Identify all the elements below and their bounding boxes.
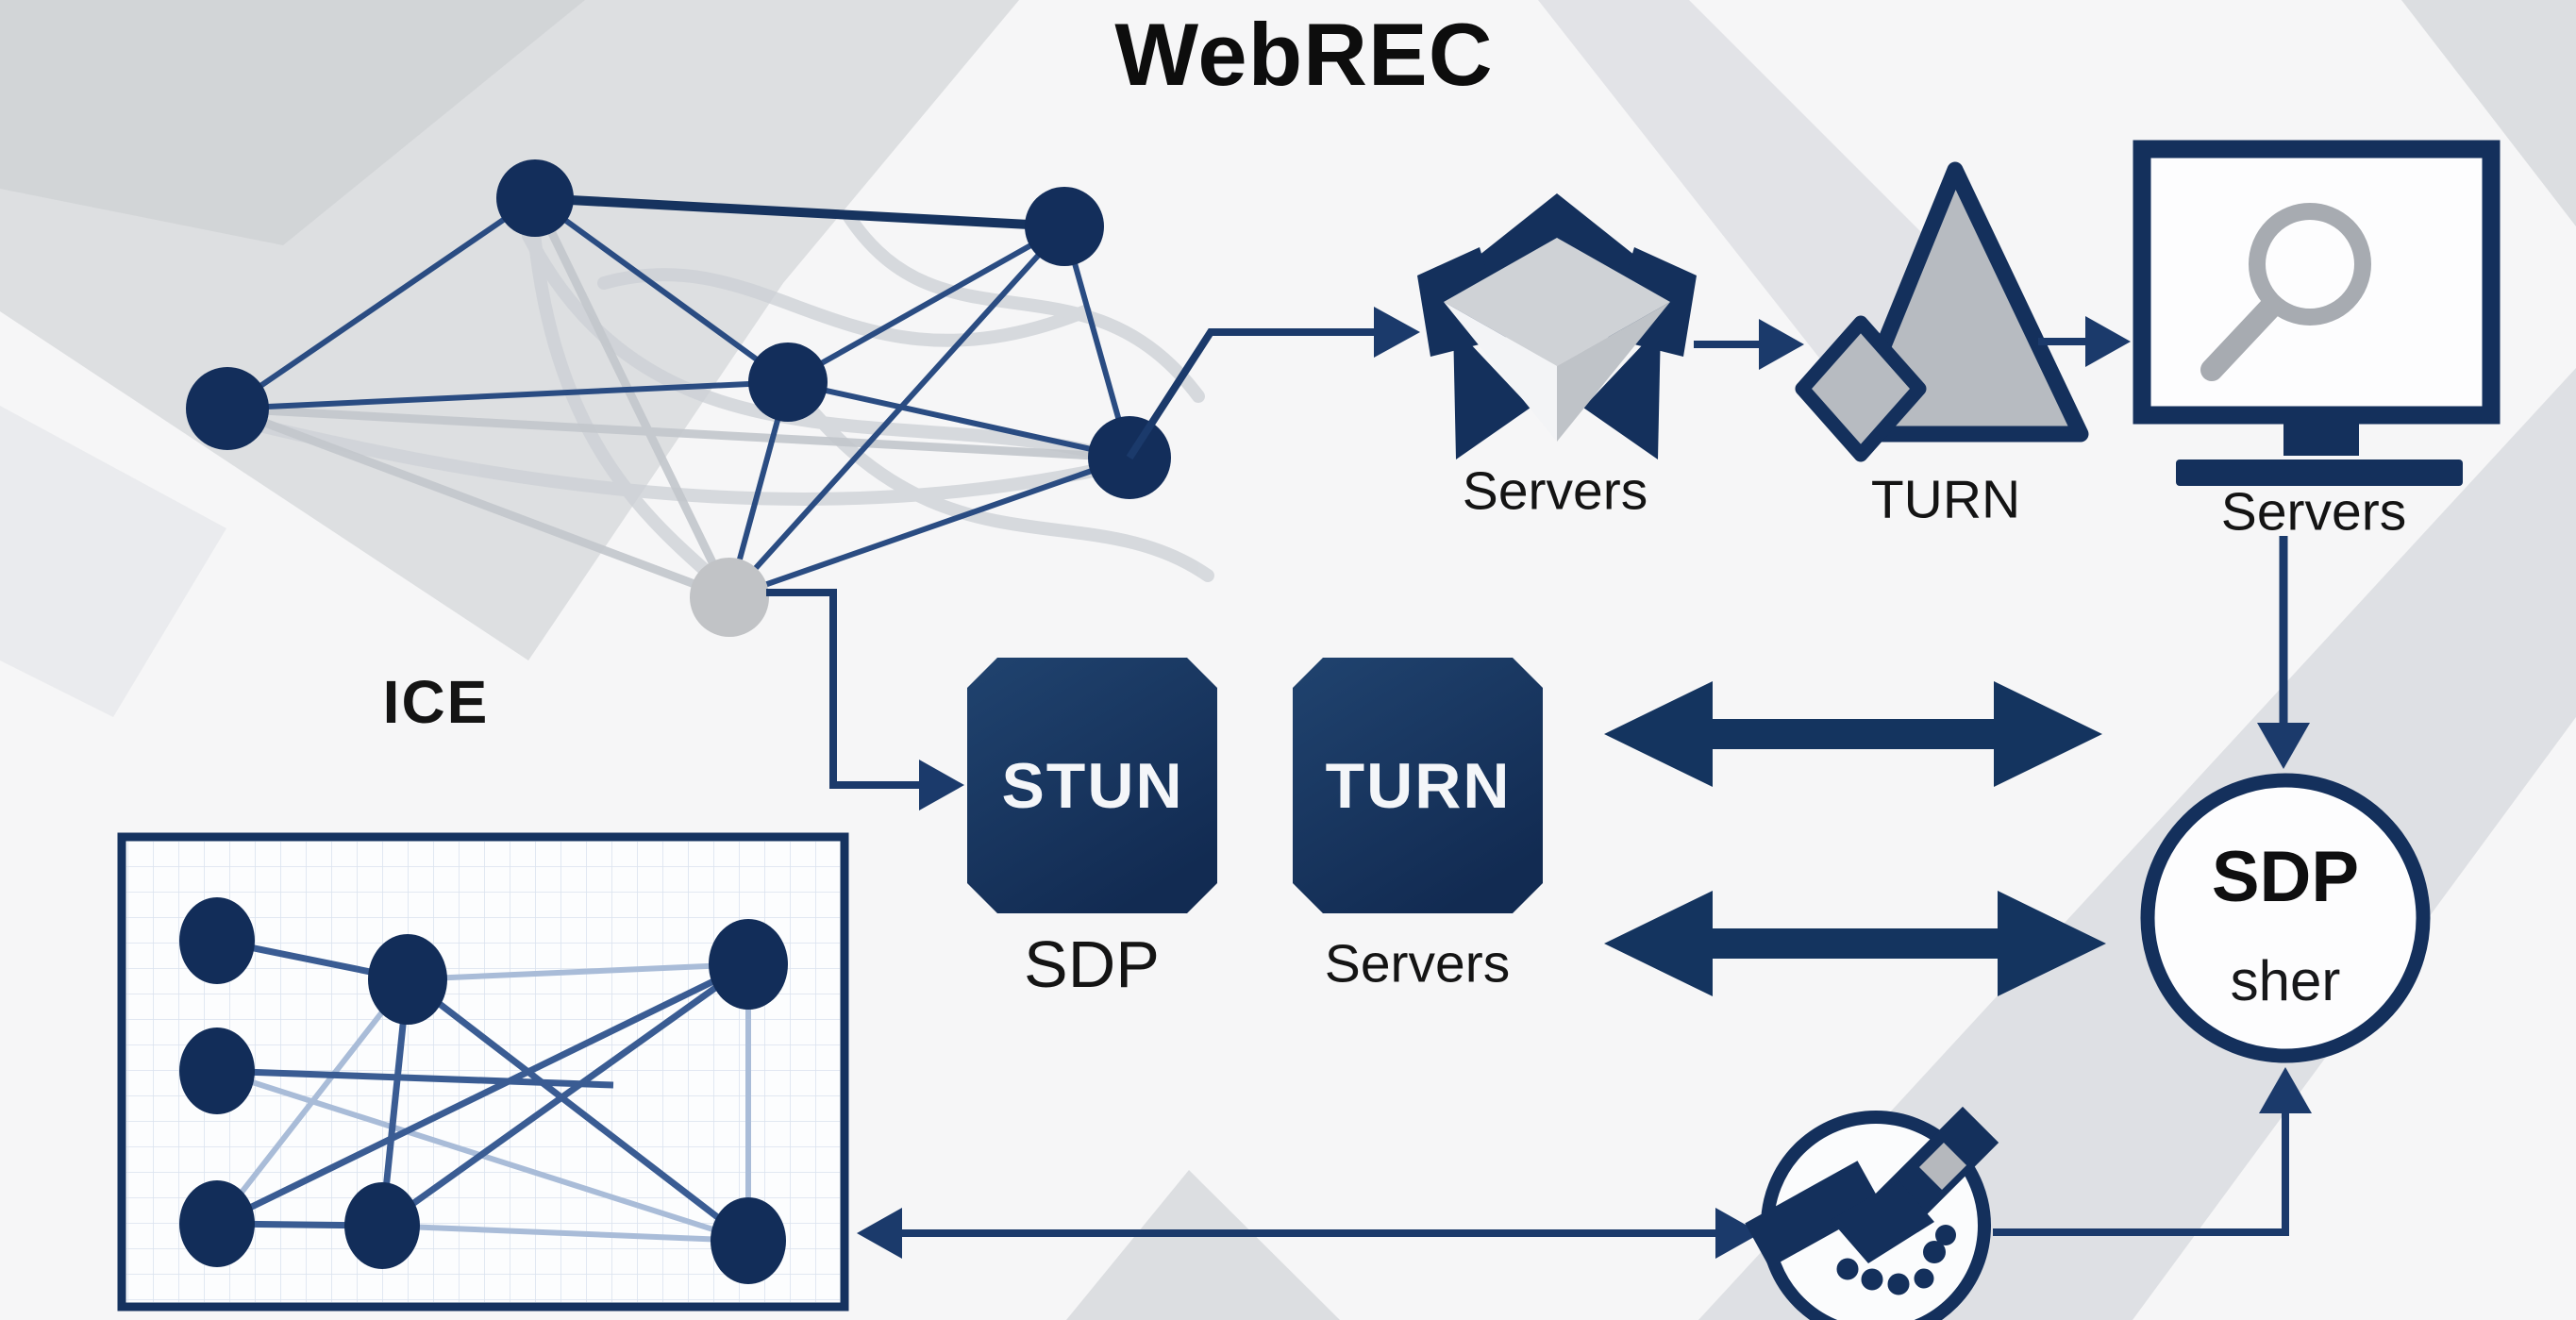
arrow-mesh-to-cube: [1126, 307, 1420, 460]
double-arrow-bottom: [1604, 891, 2106, 996]
mesh-node: [748, 343, 828, 422]
sdp-circle-title: SDP: [2211, 837, 2360, 917]
arrow-handshake-to-sdp: [1993, 1067, 2312, 1236]
cube-servers-icon: [1417, 193, 1697, 459]
box-node: [711, 1197, 786, 1284]
sdp-circle-subtitle: sher: [2230, 949, 2341, 1012]
arrow-mesh-to-stun: [766, 589, 964, 810]
cube-servers-label: Servers: [1462, 460, 1648, 522]
box-nodes: [179, 897, 788, 1284]
mesh-node: [1025, 187, 1104, 266]
ice-candidates-box: [117, 832, 849, 1312]
mesh-node: [496, 159, 574, 237]
stun-box-label: STUN: [1001, 750, 1184, 822]
box-node: [179, 1180, 255, 1267]
stun-sublabel: SDP: [1024, 927, 1160, 1001]
turn-box-shape: [1293, 658, 1543, 913]
handshake-icon: [1745, 1106, 1999, 1320]
turn-sublabel: Servers: [1324, 933, 1511, 994]
turn-box-label: TURN: [1325, 750, 1512, 822]
box-node: [179, 897, 255, 984]
magnifier-icon: [2200, 203, 2371, 381]
diagram-title: WebREC: [1114, 5, 1494, 104]
mountain-turn-label: TURN: [1870, 469, 2021, 530]
mountain-turn-icon: [1795, 161, 2089, 462]
stun-box-shape: [967, 658, 1217, 913]
monitor-servers-label: Servers: [2220, 481, 2407, 543]
arrow-cube-to-mountain: [1694, 319, 1804, 370]
double-arrow-box-handshake: [857, 1208, 1761, 1259]
monitor-search-icon: [2133, 140, 2501, 486]
mesh-node-gray: [690, 558, 769, 637]
mesh-node: [186, 367, 269, 450]
arrow-monitor-to-sdp: [2257, 536, 2310, 769]
sdp-circle-shape: [2140, 773, 2431, 1063]
arrow-mountain-to-monitor: [2038, 316, 2131, 367]
box-node: [179, 1028, 255, 1114]
ice-label: ICE: [382, 668, 490, 736]
box-node: [368, 934, 447, 1025]
box-node: [344, 1182, 420, 1269]
mesh-network: [186, 159, 1171, 637]
box-node: [709, 919, 788, 1010]
double-arrow-top: [1604, 681, 2102, 787]
